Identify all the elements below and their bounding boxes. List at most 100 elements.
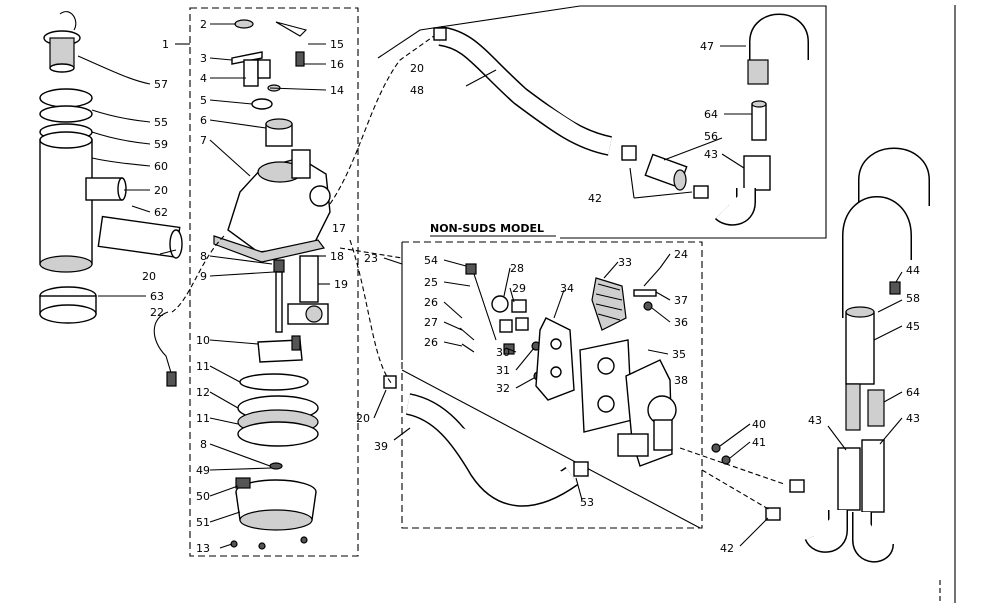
callout-62: 62	[154, 206, 168, 219]
leader-clamp-42	[679, 447, 785, 485]
callout-58: 58	[906, 292, 920, 305]
callout-47: 47	[700, 40, 714, 53]
callout-8: 8	[200, 438, 207, 451]
non-suds-frame	[401, 241, 703, 529]
callout-43: 43	[704, 148, 718, 161]
hose-kit-frame	[377, 5, 827, 239]
callout-30: 30	[496, 346, 510, 359]
motor-housing-7	[213, 149, 331, 263]
pump-assembly-frame	[189, 7, 359, 557]
callout-22: 22	[150, 306, 164, 319]
callout-19: 19	[334, 278, 348, 291]
callout-15: 15	[330, 38, 344, 51]
callout-13: 13	[196, 542, 210, 555]
elbow-43	[714, 155, 771, 226]
callout-28: 28	[510, 262, 524, 275]
clamps-lower	[765, 479, 805, 521]
callout-labels: 1 2 3 4 5 6 7 8 9 10 11 12 11 8 49 50 51…	[142, 18, 920, 555]
callout-leaders	[77, 23, 903, 549]
callout-41: 41	[752, 436, 766, 449]
callout-26: 26	[424, 296, 438, 309]
leader-clamp-42b	[701, 469, 771, 511]
callout-40: 40	[752, 418, 766, 431]
callout-20: 20	[356, 412, 370, 425]
callout-34: 34	[560, 282, 574, 295]
callout-33: 33	[618, 256, 632, 269]
callout-16: 16	[330, 58, 344, 71]
callout-35: 35	[672, 348, 686, 361]
pump-shaft-10	[257, 255, 329, 363]
callout-60: 60	[154, 160, 168, 173]
callout-59: 59	[154, 138, 168, 151]
coupling-56	[644, 153, 688, 191]
callout-37: 37	[674, 294, 688, 307]
callout-39: 39	[374, 440, 388, 453]
callout-43: 43	[906, 412, 920, 425]
callout-54: 54	[424, 254, 438, 267]
hose-48	[433, 26, 637, 161]
callout-56: 56	[704, 130, 718, 143]
filter-cap-57	[43, 11, 81, 73]
callout-42: 42	[588, 192, 602, 205]
callout-26: 26	[424, 336, 438, 349]
callout-24: 24	[674, 248, 688, 261]
callout-32: 32	[496, 382, 510, 395]
callout-50: 50	[196, 490, 210, 503]
leader-hose-39	[349, 239, 393, 385]
callout-55: 55	[154, 116, 168, 129]
callout-4: 4	[200, 72, 207, 85]
callout-20: 20	[410, 62, 424, 75]
callout-51: 51	[196, 516, 210, 529]
callout-27: 27	[424, 316, 438, 329]
pump-top-parts	[231, 19, 308, 147]
pump-base-51	[230, 477, 317, 550]
hose-39	[383, 375, 589, 507]
callout-44: 44	[906, 264, 920, 277]
hose-loop-right	[804, 147, 930, 563]
callout-48: 48	[410, 84, 424, 97]
non-suds-parts	[459, 263, 731, 467]
pump-bowl-12	[237, 373, 319, 470]
non-suds-frame-diag	[401, 369, 701, 529]
wire-22	[153, 311, 177, 387]
leader-hose-48	[329, 35, 435, 205]
callout-20: 20	[154, 184, 168, 197]
callout-38: 38	[674, 374, 688, 387]
callout-6: 6	[200, 114, 207, 127]
callout-64: 64	[704, 108, 718, 121]
hose-elbow-47	[747, 13, 809, 141]
leader-wire-22	[171, 235, 225, 313]
callout-5: 5	[200, 94, 207, 107]
callout-14: 14	[330, 84, 344, 97]
callout-23: 23	[364, 252, 378, 265]
callout-17: 17	[332, 222, 346, 235]
callout-57: 57	[154, 78, 168, 91]
callout-64: 64	[906, 386, 920, 399]
callout-20: 20	[142, 270, 156, 283]
clamp-42a	[693, 185, 709, 199]
hose-62	[97, 215, 183, 259]
callout-8: 8	[200, 250, 207, 263]
callout-53: 53	[580, 496, 594, 509]
callout-45: 45	[906, 320, 920, 333]
callout-3: 3	[200, 52, 207, 65]
callout-29: 29	[512, 282, 526, 295]
leader-non-suds	[339, 247, 403, 259]
callout-31: 31	[496, 364, 510, 377]
callout-10: 10	[196, 334, 210, 347]
callout-12: 12	[196, 386, 210, 399]
ring-63	[39, 286, 97, 324]
callout-1: 1	[162, 38, 169, 51]
filter-tube-60	[39, 88, 127, 273]
callout-11: 11	[196, 412, 210, 425]
callout-63: 63	[150, 290, 164, 303]
non-suds-model-title: NON-SUDS MODEL	[430, 222, 544, 235]
callout-36: 36	[674, 316, 688, 329]
callout-7: 7	[200, 134, 207, 147]
callout-2: 2	[200, 18, 207, 31]
callout-9: 9	[200, 270, 207, 283]
callout-42: 42	[720, 542, 734, 555]
callout-43: 43	[808, 414, 822, 427]
